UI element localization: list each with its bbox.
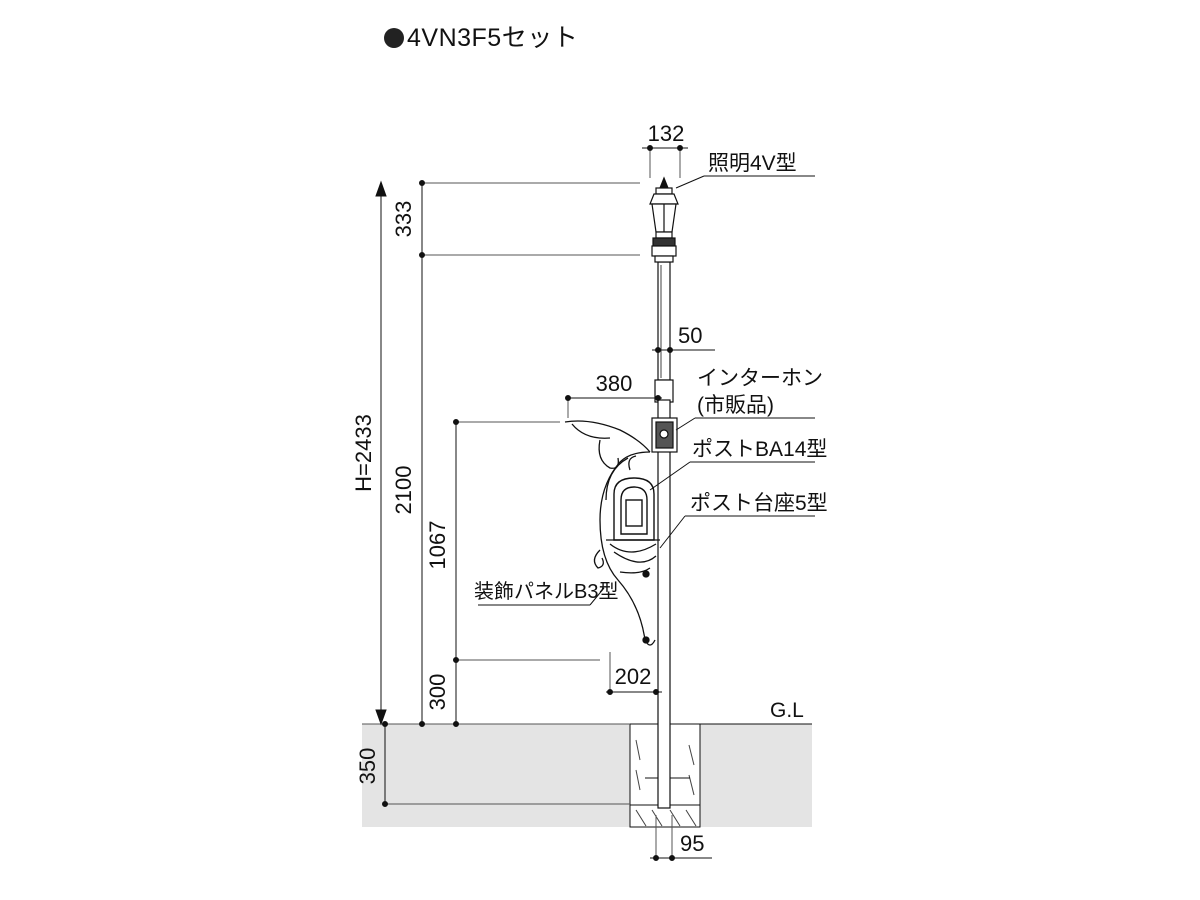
lamp-4v	[649, 176, 679, 263]
dim-bottom-clearance: 300	[425, 674, 450, 711]
label-intercom-line1: インターホン	[697, 367, 823, 390]
pole	[654, 261, 674, 809]
label-ground-level: G.L	[770, 699, 804, 722]
dim-panel-width: 380	[596, 371, 633, 396]
diagram-title: 4VN3F5セット	[384, 18, 578, 54]
label-decor-panel: 装飾パネルB3型	[474, 580, 618, 603]
dim-lamp-width: 132	[648, 121, 685, 146]
dim-panel-height: 1067	[425, 521, 450, 570]
dim-foundation-width: 95	[680, 831, 704, 856]
bullet-icon	[384, 28, 404, 48]
label-intercom-line2: (市販品)	[697, 394, 774, 417]
dimension-lines	[375, 145, 715, 861]
decorative-panel	[564, 420, 656, 646]
dim-pole-height: 2100	[391, 466, 416, 515]
label-post: ポストBA14型	[692, 438, 827, 461]
label-light: 照明4V型	[708, 152, 797, 175]
title-text: 4VN3F5セット	[407, 24, 579, 52]
label-post-base: ポスト台座5型	[690, 492, 828, 515]
dim-lamp-height: 333	[391, 201, 416, 238]
post-base	[606, 539, 660, 563]
dim-total-height: H=2433	[351, 414, 376, 492]
ground-section	[362, 723, 812, 828]
dim-base-width: 202	[615, 664, 652, 689]
dim-pole-diameter: 50	[678, 323, 702, 348]
leader-lines	[478, 175, 815, 606]
dim-embed-depth: 350	[355, 748, 380, 785]
post-box	[613, 477, 655, 541]
intercom	[651, 417, 678, 453]
guide-lines	[362, 148, 681, 858]
